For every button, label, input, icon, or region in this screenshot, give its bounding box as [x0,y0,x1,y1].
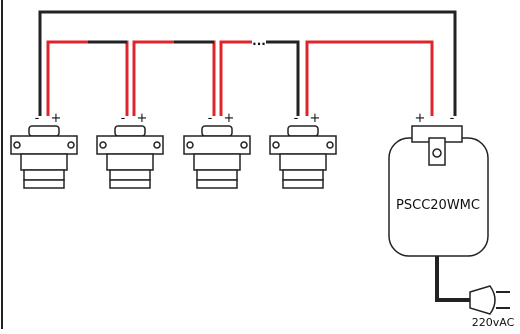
fixture-collar [28,125,60,137]
fixture-lens-ring [282,179,324,189]
fixture-negative-label: - [35,111,40,126]
wire-segment-1 [46,40,129,116]
fixture-collar [287,125,319,137]
positive-chain [46,40,434,116]
fixture-lens-ring [196,179,238,189]
fixture-positive-label: + [137,111,148,126]
led-fixture: -+ [269,111,337,189]
fixtures: -+-+-+-+ [10,111,337,189]
screw-hole-icon [13,141,21,149]
screw-hole-icon [272,141,280,149]
led-fixture: -+ [183,111,251,189]
power-supply-positive-label: + [415,111,426,126]
negative-bus [1,0,457,329]
fixture-positive-label: + [310,111,321,126]
fixture-flange [10,135,78,155]
screw-hole-icon [186,141,194,149]
fixture-collar [201,125,233,137]
led-fixture: -+ [10,111,78,189]
power-supply-model-label: PSCC20WMC [396,198,480,213]
screw-hole-icon [326,141,334,149]
chain-continuation-label: ... [252,34,266,48]
fixture-body [279,153,327,171]
wire-segment-3 [219,40,252,116]
wire-segment-2 [132,40,216,116]
fixture-negative-label: - [294,111,299,126]
fixture-flange [269,135,337,155]
fixture-collar [114,125,146,137]
fixture-body [20,153,68,171]
fixture-body [106,153,154,171]
fixture-lens-ring [196,169,238,181]
fixture-flange [183,135,251,155]
led-fixture: -+ [96,111,164,189]
ac-cord [435,256,470,302]
power-plug-icon [469,285,510,315]
power-supply: + - PSCC20WMC 220vAC [388,111,515,329]
screw-hole-icon [67,141,75,149]
fixture-negative-label: - [121,111,126,126]
wire-segment-4 [305,40,434,116]
fixture-positive-label: + [51,111,62,126]
fixture-lens-ring [109,169,151,181]
fixture-lens-ring [23,169,65,181]
screw-hole-icon [99,141,107,149]
fixture-lens-ring [282,169,324,181]
screw-hole-icon [153,141,161,149]
wire-segment-3-gap [266,40,300,116]
supply-voltage-label: 220vAC [472,316,515,329]
power-supply-negative-label: - [450,111,455,126]
fixture-lens-ring [109,179,151,189]
fixture-body [193,153,241,171]
negative-bus-wire [38,10,457,116]
fixture-flange [96,135,164,155]
fixture-positive-label: + [224,111,235,126]
screw-hole-icon [240,141,248,149]
fixture-lens-ring [23,179,65,189]
mount-hole-icon [432,148,442,158]
fixture-negative-label: - [208,111,213,126]
